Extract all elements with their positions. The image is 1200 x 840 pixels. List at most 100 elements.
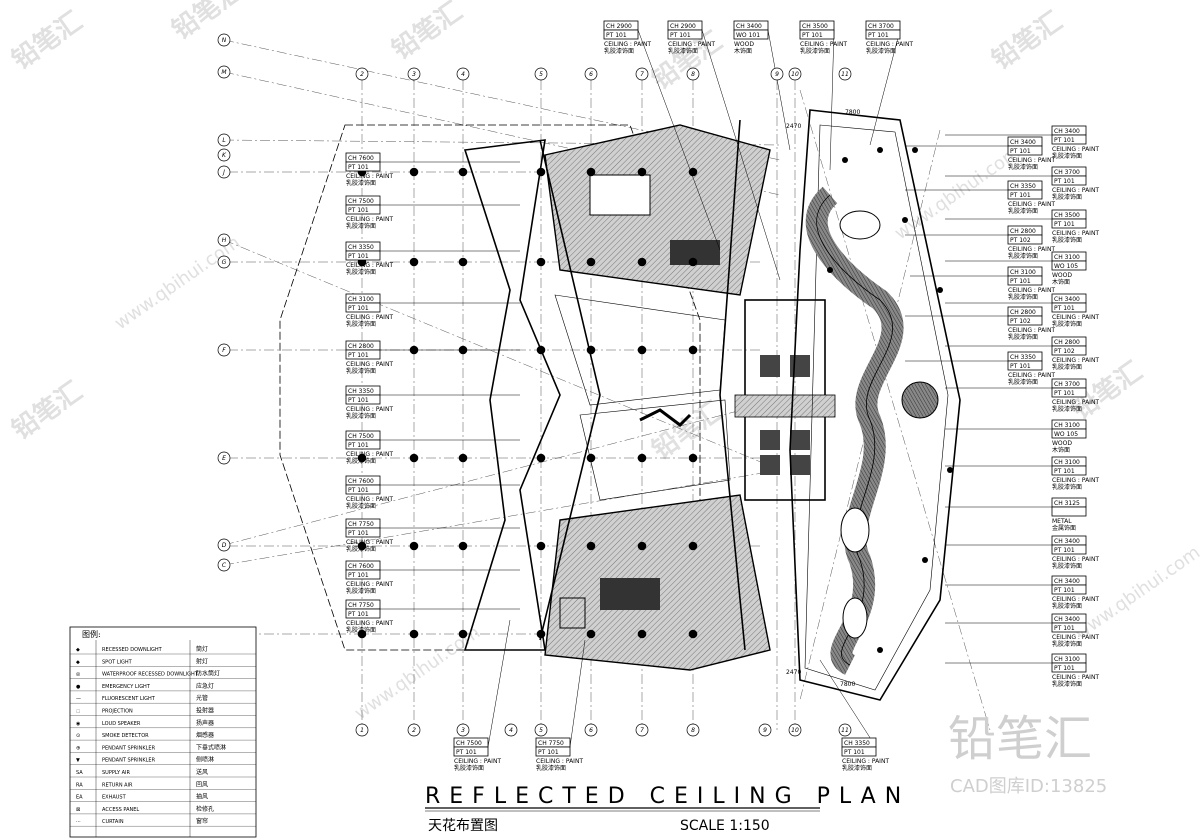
finish-cn: 乳胶漆饰面: [1008, 333, 1038, 341]
watermark-text: 铅笔汇: [646, 396, 728, 466]
paint-code: PT 101: [1054, 178, 1075, 185]
ceiling-height: CH 7750: [538, 740, 564, 747]
grid-bubble: 11: [838, 723, 852, 737]
grid-bubble-label: 10: [791, 71, 799, 78]
grid-bubble: 9: [770, 67, 784, 81]
grid-bubble: C: [217, 558, 231, 572]
grid-bubble-label: 5: [539, 727, 543, 734]
grid-bubble-label: 8: [691, 727, 695, 734]
legend-label: CURTAIN: [102, 819, 124, 825]
legend-label: PENDANT SPRINKLER: [102, 745, 156, 751]
grid-bubble-label: 4: [509, 727, 513, 734]
paint-code: PT 101: [1054, 587, 1075, 594]
finish-cn: 乳胶漆饰面: [800, 47, 830, 55]
finish-type: CEILING : PAINT: [1052, 399, 1099, 406]
grid-bubble: 10: [788, 67, 802, 81]
finish-cn: 乳胶漆饰面: [1052, 602, 1082, 610]
downlight-dot: [877, 147, 883, 153]
grid-bubble: 4: [456, 67, 470, 81]
legend-label: RECESSED DOWNLIGHT: [102, 647, 163, 653]
paint-code: PT 101: [348, 352, 369, 359]
finish-type: CEILING : PAINT: [604, 41, 651, 48]
finish-cn: 乳胶漆饰面: [346, 179, 376, 187]
finish-type: CEILING : PAINT: [842, 758, 889, 765]
grid-bubble-label: 8: [691, 71, 695, 78]
legend-title: 图例:: [82, 629, 101, 639]
ceiling-height: CH 3400: [1010, 139, 1036, 146]
finish-cn: 乳胶漆饰面: [1052, 320, 1082, 328]
grid-bubble-label: 6: [589, 727, 593, 734]
downlight-dot: [458, 453, 468, 463]
ceiling-height: CH 7600: [348, 563, 374, 570]
ceiling-height: CH 2900: [670, 23, 696, 30]
downlight-dot: [688, 453, 698, 463]
legend-label: WATERPROOF RECESSED DOWNLIGHT: [102, 672, 199, 678]
downlight-dot: [688, 257, 698, 267]
grid-bubble-label: 3: [412, 71, 416, 78]
grid-bubble: 6: [584, 67, 598, 81]
legend-label-cn: 投射器: [196, 707, 214, 715]
finish-type: CEILING : PAINT: [454, 758, 501, 765]
legend-symbol-icon: —: [76, 696, 81, 702]
legend-label-cn: 窗帘: [196, 817, 208, 825]
finish-cn: 乳胶漆饰面: [346, 320, 376, 328]
grid-bubble-label: 7: [640, 71, 644, 78]
ceiling-height: CH 2900: [606, 23, 632, 30]
paint-code: PT 101: [1054, 390, 1075, 397]
finish-type: CEILING : PAINT: [346, 216, 393, 223]
paint-code: PT 101: [802, 32, 823, 39]
paint-code: PT 101: [348, 305, 369, 312]
downlight-dot: [458, 167, 468, 177]
downlight-dot: [536, 167, 546, 177]
legend-symbol-icon: ▼: [76, 758, 80, 764]
downlight-dot: [409, 541, 419, 551]
grid-bubble: H: [217, 233, 231, 247]
downlight-dot: [458, 541, 468, 551]
legend-label-cn: 检修孔: [196, 805, 214, 813]
downlight-dot: [637, 257, 647, 267]
drawing-title: REFLECTED CEILING PLAN: [425, 784, 910, 809]
grid-bubble: L: [217, 133, 231, 147]
finish-type: CEILING : PAINT: [1052, 187, 1099, 194]
ceiling-height: CH 3350: [348, 388, 374, 395]
downlight-dot: [688, 629, 698, 639]
grid-bubble-label: 11: [841, 71, 849, 78]
finish-type: CEILING : PAINT: [1008, 287, 1055, 294]
grid-bubble: F: [217, 343, 231, 357]
ceiling-height: CH 3100: [1054, 254, 1080, 261]
drawing-scale: SCALE 1:150: [680, 818, 770, 834]
downlight-dot: [357, 541, 367, 551]
finish-type: CEILING : PAINT: [800, 41, 847, 48]
finish-type: CEILING : PAINT: [1052, 596, 1099, 603]
paint-code: PT 101: [1010, 363, 1031, 370]
paint-code: PT 102: [1010, 237, 1031, 244]
paint-code: PT 101: [1054, 221, 1075, 228]
downlight-dot: [409, 629, 419, 639]
finish-type: CEILING : PAINT: [536, 758, 583, 765]
legend-symbol-icon: SA: [76, 770, 83, 776]
downlight-dot: [637, 453, 647, 463]
grid-bubble-label: J: [222, 169, 225, 176]
finish-type: CEILING : PAINT: [346, 581, 393, 588]
ceiling-height: CH 3350: [348, 244, 374, 251]
ceiling-height: CH 3400: [1054, 296, 1080, 303]
finish-type: CEILING : PAINT: [1052, 477, 1099, 484]
grid-bubble: 8: [686, 723, 700, 737]
